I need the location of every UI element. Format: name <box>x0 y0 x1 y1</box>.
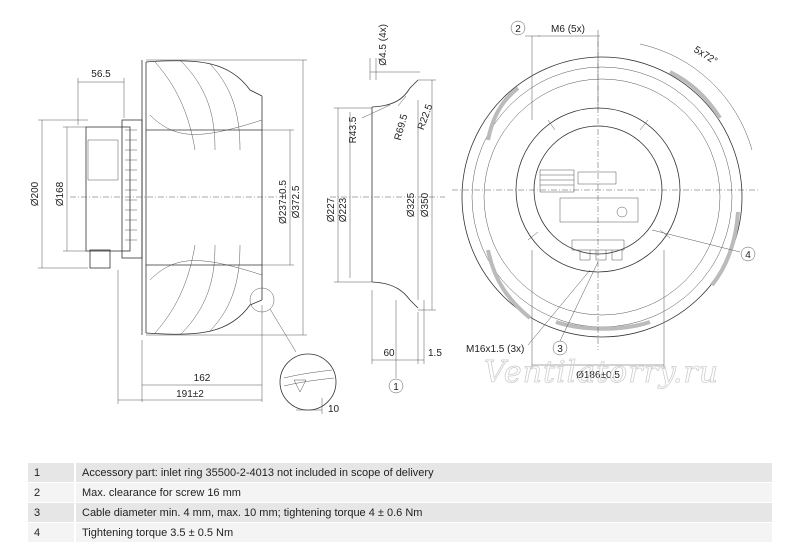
watermark: Ventilatorry.ru <box>484 355 719 390</box>
dim-diameter-227: Ø227 <box>326 197 337 222</box>
dim-diameter-325: Ø325 <box>406 192 417 217</box>
inlet-ring-view: Ø4.5 (4x) R43.5 R69.5 R22.5 Ø227 Ø223 Ø3… <box>326 24 445 394</box>
dim-56-5: 56.5 <box>91 69 111 80</box>
note-text: Max. clearance for screw 16 mm <box>75 482 772 503</box>
callout-3: 3 <box>557 344 563 355</box>
table-row: 3 Cable diameter min. 4 mm, max. 10 mm; … <box>28 502 772 523</box>
dim-hole-4-5: Ø4.5 (4x) <box>378 24 389 66</box>
dim-diameter-350: Ø350 <box>420 192 431 217</box>
electronics-label <box>559 197 639 223</box>
terminal-box <box>87 139 119 181</box>
note-number: 4 <box>28 522 76 543</box>
notes-table: 1 Accessory part: inlet ring 35500-2-401… <box>28 463 772 543</box>
callout-4: 4 <box>745 250 751 261</box>
note-number: 3 <box>28 502 76 523</box>
note-text: Tightening torque 3.5 ± 0.5 Nm <box>75 522 772 543</box>
dim-diameter-168: Ø168 <box>55 181 66 206</box>
motor-housing <box>85 126 131 252</box>
cable-gland <box>89 249 111 269</box>
detail-circle-large <box>279 353 337 411</box>
ring-profile-top <box>371 79 419 108</box>
technical-drawing: 56.5 Ø200 Ø168 Ø237±0.5 Ø372.5 162 191±2 <box>30 20 760 415</box>
dim-diameter-372-5: Ø372.5 <box>291 185 302 218</box>
detail-circle-small <box>249 287 275 313</box>
callout-1: 1 <box>393 382 399 393</box>
callout-2-circle <box>510 20 526 36</box>
dim-length-1-5: 1.5 <box>428 348 442 359</box>
table-row: 2 Max. clearance for screw 16 mm <box>28 482 772 503</box>
motor-flange <box>121 119 143 259</box>
note-number: 1 <box>28 463 76 483</box>
dim-length-60: 60 <box>383 348 395 359</box>
dim-diameter-237: Ø237±0.5 <box>278 180 289 224</box>
callout-1-circle <box>388 378 404 394</box>
front-view: 2 M6 (5x) 5x72° 4 M16x1.5 (3x) 3 Ø186±0.… <box>452 20 760 381</box>
dim-diameter-186: Ø186±0.5 <box>576 370 620 381</box>
note-number: 2 <box>28 482 76 503</box>
callout-4-circle <box>740 246 756 262</box>
impeller-outer-ring <box>461 56 743 338</box>
table-row: 1 Accessory part: inlet ring 35500-2-401… <box>28 463 772 483</box>
ring-profile-bottom <box>371 281 419 309</box>
dim-diameter-200: Ø200 <box>30 181 41 206</box>
dim-radius-22-5: R22.5 <box>416 102 436 131</box>
dim-thread-m16: M16x1.5 (3x) <box>466 344 524 355</box>
dim-radius-43-5: R43.5 <box>348 116 359 143</box>
dim-length-191: 191±2 <box>176 389 204 400</box>
dim-diameter-223: Ø223 <box>338 197 349 222</box>
note-text: Cable diameter min. 4 mm, max. 10 mm; ti… <box>75 502 772 523</box>
dim-radius-69-5: R69.5 <box>393 113 411 142</box>
dim-angle-5x72: 5x72° <box>692 44 720 67</box>
side-view: 56.5 Ø200 Ø168 Ø237±0.5 Ø372.5 162 191±2 <box>30 59 340 415</box>
dim-thread-m6: M6 (5x) <box>551 24 585 35</box>
callout-2: 2 <box>515 24 521 35</box>
dim-length-10: 10 <box>328 404 340 415</box>
dim-length-162: 162 <box>194 373 211 384</box>
table-row: 4 Tightening torque 3.5 ± 0.5 Nm <box>28 522 772 543</box>
note-text: Accessory part: inlet ring 35500-2-4013 … <box>75 463 772 483</box>
